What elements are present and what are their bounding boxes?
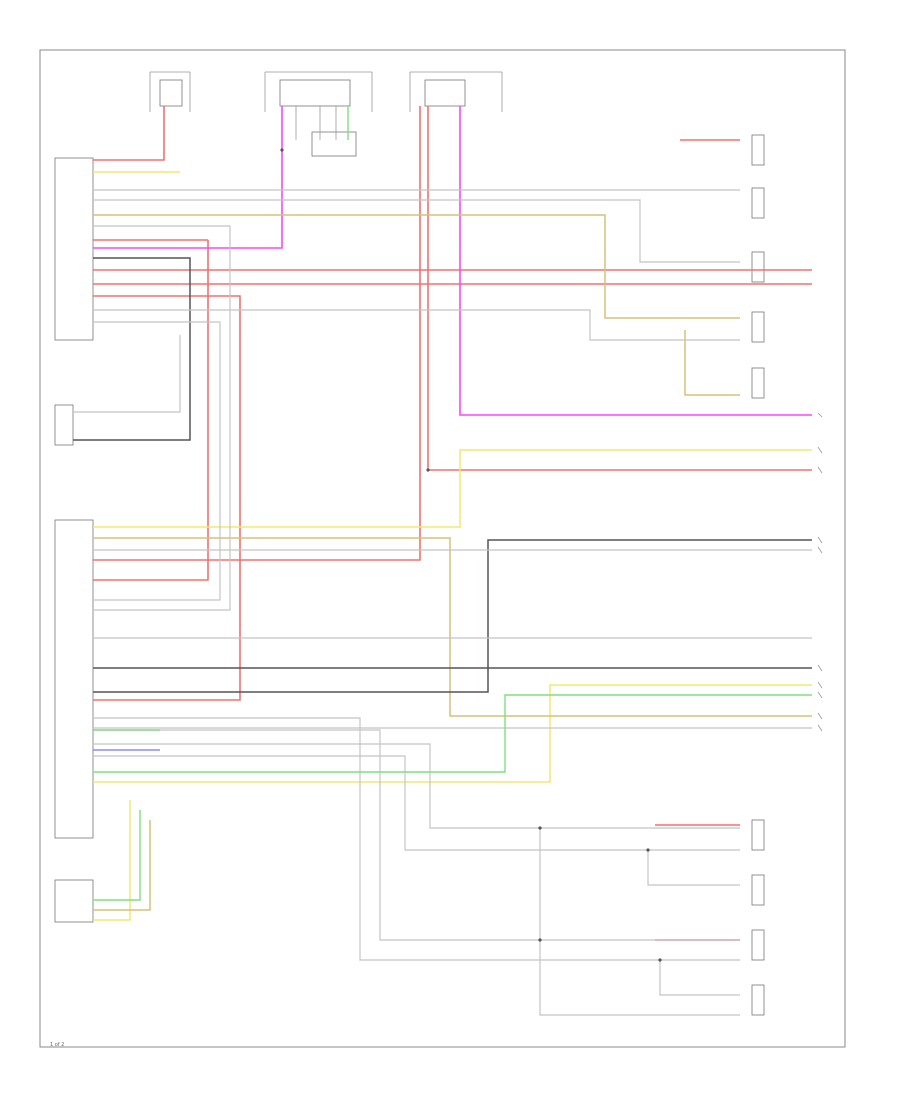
wires-black (73, 257, 812, 693)
speaker-group-top (751, 134, 765, 399)
wires-red (93, 106, 812, 941)
audio-module-connector (54, 157, 94, 341)
wires-gray (73, 189, 812, 1016)
speaker-group-bottom (751, 819, 765, 1016)
wires-yellow (93, 171, 812, 921)
fuse-box-center (264, 71, 373, 157)
fuse-box-left (149, 71, 191, 112)
wires-green (93, 106, 812, 901)
antenna-amplifier (54, 879, 94, 923)
page-label: 1 of 2 (50, 1042, 65, 1048)
wires-magenta (93, 106, 812, 416)
splice-points (280, 148, 662, 962)
subwoofer-connector (54, 404, 74, 446)
wires-tan (93, 214, 812, 911)
audio-control-module (54, 519, 94, 839)
fuse-box-right (409, 71, 503, 112)
wires-fuse-drops (295, 106, 337, 140)
edge-connectors (817, 412, 823, 732)
diagram-frame (39, 49, 846, 1048)
